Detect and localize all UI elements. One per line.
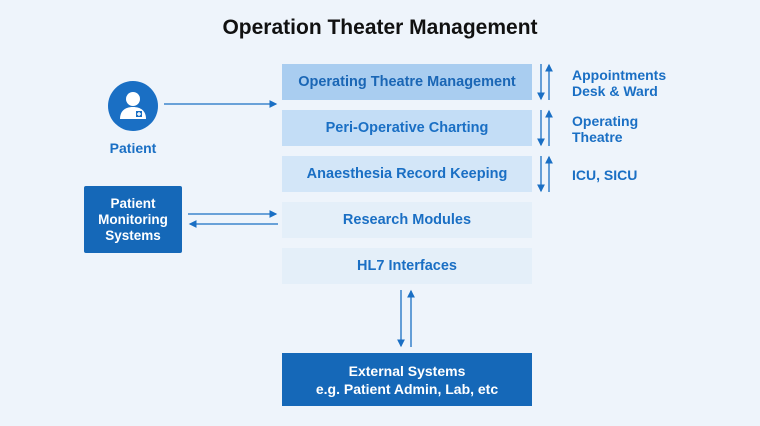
external-systems-box: External Systems e.g. Patient Admin, Lab… xyxy=(282,353,532,406)
hl7-interfaces-box: HL7 Interfaces xyxy=(282,248,532,284)
label-line: Appointments xyxy=(572,67,667,83)
appointments-desk-ward-label: Appointments Desk & Ward xyxy=(572,67,666,99)
anaesthesia-record-keeping-box: Anaesthesia Record Keeping xyxy=(282,156,532,192)
operating-theatre-label: Operating Theatre xyxy=(572,113,638,145)
research-modules-box: Research Modules xyxy=(282,202,532,238)
pms-line-1: Patient xyxy=(110,195,156,211)
icu-sicu-label: ICU, SICU xyxy=(572,167,638,183)
external-line-2: e.g. Patient Admin, Lab, etc xyxy=(315,380,499,397)
pms-line-2: Monitoring xyxy=(98,211,168,227)
patient-label: Patient xyxy=(109,140,157,156)
pms-line-3: Systems xyxy=(105,227,161,243)
patient-monitoring-systems-box: Patient Monitoring Systems xyxy=(84,186,182,253)
label-line: Theatre xyxy=(572,129,623,145)
label-line: Operating xyxy=(572,113,639,129)
label-line: Desk & Ward xyxy=(572,83,658,99)
patient-avatar-icon xyxy=(108,81,158,131)
external-line-1: External Systems xyxy=(348,362,466,379)
peri-operative-charting-box: Peri-Operative Charting xyxy=(282,110,532,146)
operating-theatre-management-box: Operating Theatre Management xyxy=(282,64,532,100)
diagram-title: Operation Theater Management xyxy=(222,16,538,39)
